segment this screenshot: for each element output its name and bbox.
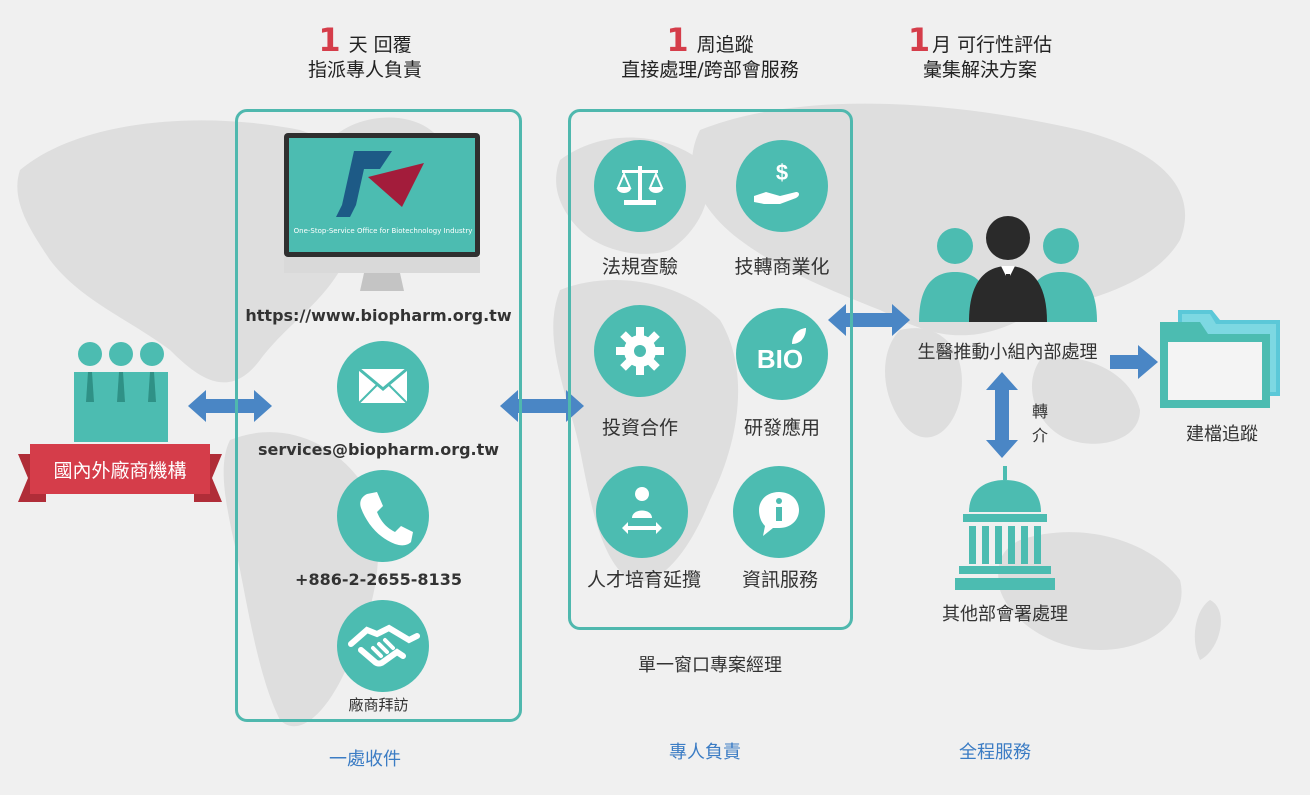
email-link[interactable]: services@biopharm.org.tw	[257, 440, 500, 459]
talent-circle[interactable]	[596, 466, 688, 558]
service-label-3: 投資合作	[601, 417, 678, 439]
rnd-circle[interactable]: BIO	[736, 308, 828, 400]
monitor-caption: One-Stop-Service Office for Biotechnolog…	[293, 227, 473, 235]
services-panel	[568, 109, 853, 630]
info-icon	[759, 492, 799, 536]
double-arrow-2	[500, 390, 584, 422]
service-label-4: 研發應用	[743, 417, 820, 439]
service-label-2: 技轉商業化	[734, 256, 830, 278]
team-people-icon	[919, 216, 1097, 322]
scale-icon	[616, 166, 664, 205]
email-circle[interactable]	[337, 341, 429, 433]
header-col1: 1 天 回覆 指派專人負責	[255, 24, 475, 83]
gear-icon	[616, 327, 664, 375]
team-label: 生醫推動小組內部處理	[917, 342, 1098, 363]
money-hand-icon: $	[754, 160, 799, 204]
header-col3-unit: 月 可行性評估	[932, 34, 1053, 56]
info-service-circle[interactable]	[733, 466, 825, 558]
footer-col1: 一處收件	[329, 749, 401, 770]
footer-col2: 專人負責	[669, 742, 741, 763]
computer-monitor-icon	[284, 133, 480, 291]
contact-panel	[235, 109, 522, 722]
person-arrows-icon	[622, 487, 662, 534]
archive-label: 建檔追蹤	[1186, 424, 1258, 445]
transfer-label-2: 介	[1032, 426, 1049, 445]
visit-circle[interactable]	[337, 600, 429, 692]
header-col2: 1 周追蹤 直接處理/跨部會服務	[595, 24, 825, 83]
visit-label: 廠商拜訪	[348, 696, 409, 714]
project-manager-label: 單一窗口專案經理	[638, 655, 782, 676]
service-label-6: 資訊服務	[741, 569, 818, 591]
envelope-icon	[358, 367, 408, 404]
double-arrow-1	[188, 390, 272, 422]
header-col3-sub: 彙集解決方案	[922, 59, 1037, 81]
header-col1-unit: 天 回覆	[348, 34, 412, 56]
header-col1-sub: 指派專人負責	[307, 59, 422, 81]
investment-circle[interactable]	[594, 305, 686, 397]
header-col1-number: 1	[318, 21, 341, 59]
commercialization-circle[interactable]: $	[736, 140, 828, 232]
right-arrow	[1110, 345, 1158, 379]
people-group-icon	[74, 342, 168, 442]
banner-ribbon	[18, 444, 222, 502]
phone-icon	[360, 492, 413, 546]
website-link[interactable]: https://www.biopharm.org.tw	[245, 306, 512, 325]
footer-col3: 全程服務	[959, 742, 1031, 763]
bio-icon: BIO	[757, 328, 806, 374]
service-label-5: 人才培育延攬	[586, 569, 701, 591]
handshake-icon	[348, 624, 420, 667]
svg-text:$: $	[776, 160, 788, 185]
government-building-icon	[955, 466, 1055, 590]
phone-number[interactable]: +886-2-2655-8135	[295, 570, 462, 589]
svg-text:BIO: BIO	[757, 344, 803, 374]
header-col3-number: 1	[907, 21, 931, 59]
banner-label: 國內外廠商機構	[53, 460, 187, 482]
phone-circle[interactable]	[337, 470, 429, 562]
regulation-circle[interactable]	[594, 140, 686, 232]
header-col2-unit: 周追蹤	[696, 34, 754, 56]
double-arrow-3	[828, 304, 910, 336]
service-label-1: 法規查驗	[601, 256, 678, 278]
vertical-double-arrow	[986, 372, 1018, 458]
transfer-label-1: 轉	[1032, 402, 1049, 421]
other-agency-label: 其他部會署處理	[942, 604, 1068, 625]
folder-icon	[1160, 310, 1280, 408]
header-col2-sub: 直接處理/跨部會服務	[621, 59, 799, 81]
header-col2-number: 1	[666, 21, 689, 59]
